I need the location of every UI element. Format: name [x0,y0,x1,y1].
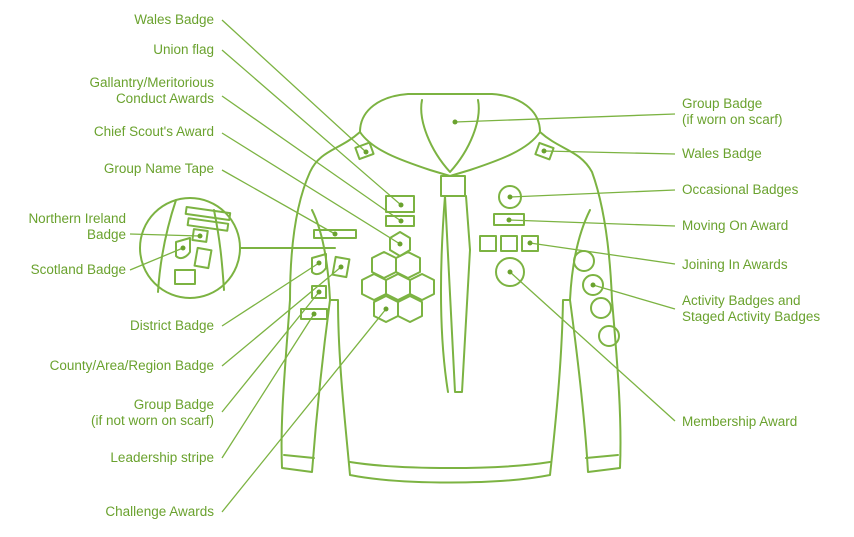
hood-inner [420,99,480,173]
dot [452,119,458,125]
membership-award-patch [495,257,525,287]
joining-in-award-patch [500,235,518,252]
label-wales-badge-right: Wales Badge [682,146,762,161]
dot [363,149,369,155]
leader-union-flag [221,49,402,206]
dot [398,202,404,208]
magnifier-sleeve-edge [157,199,177,293]
gallantry-patch [385,215,415,227]
dot [398,218,404,224]
leader-joining-in [529,242,676,265]
joining-in-award-patch [521,235,539,252]
label-moving-on-award: Moving On Award [682,218,789,233]
dot [197,233,203,239]
dot [397,241,403,247]
dot [180,245,186,251]
challenge-hex [361,273,387,301]
label-group-badge: Group Badge(if not worn on scarf) [90,397,214,428]
jumper-outline [280,131,622,484]
magnifier-tape [184,205,232,222]
scarf-left-tail [439,195,449,393]
left-cuff [283,454,315,459]
leader-membership [509,271,676,422]
hood-outline [359,93,541,177]
dot [541,148,547,154]
leader-moving-on [508,219,676,227]
waistband [349,461,551,469]
magnifier-tape-2 [186,217,230,232]
leader-activity [592,284,676,310]
leader-group-badge-scarf [454,113,676,123]
dot [383,306,389,312]
leader-ni-badge [129,233,201,237]
district-badge-patch [311,253,327,276]
challenge-hex [385,273,411,301]
leader-district [221,262,320,327]
label-county-badge: County/Area/Region Badge [49,358,214,373]
dot [332,231,338,237]
label-group-badge-scarf: Group Badge(if worn on scarf) [682,96,783,127]
scarf [444,195,471,393]
dot [311,311,317,317]
label-union-flag: Union flag [153,42,214,57]
joining-in-award-patch [479,235,497,252]
leader-group-badge [221,291,320,413]
county-badge-patch [331,255,351,279]
woggle [440,175,466,197]
dot [507,269,513,275]
wales-badge-left-patch [354,141,375,161]
moving-on-award-patch [493,213,525,226]
label-challenge-awards: Challenge Awards [105,504,214,519]
challenge-hex [397,295,423,323]
label-joining-in-awards: Joining In Awards [682,257,788,272]
group-name-tape-patch [313,229,357,239]
leader-scotland [129,247,184,271]
label-membership-award: Membership Award [682,414,798,429]
leader-occasional [509,189,676,198]
dot [527,240,533,246]
wales-badge-right-patch [534,141,555,161]
label-scotland-badge: Scotland Badge [30,262,126,277]
activity-badge-patch [582,274,604,296]
magnifier-scotland-badge [175,237,191,260]
label-district-badge: District Badge [129,318,214,333]
label-occasional-badges: Occasional Badges [682,182,799,197]
label-chief-scout: Chief Scout's Award [93,124,214,139]
dot [506,217,512,223]
leader-chief-scout [221,132,401,245]
union-flag-patch [385,195,415,213]
leader-group-name-tape [221,169,336,235]
leader-county [221,266,342,367]
right-cuff [585,454,619,459]
magnifier-county-badge [193,246,213,270]
dot [338,264,344,270]
activity-badge-patch [573,250,595,272]
challenge-hex [409,273,435,301]
leader-leadership-stripe [221,313,315,459]
leader-wales-right [543,150,676,155]
leader-wales-left [221,19,367,153]
magnifier-group-badge [174,269,196,285]
dot [316,260,322,266]
label-wales-badge-left: Wales Badge [134,12,214,27]
dot [507,194,513,200]
label-leadership-stripe: Leadership stripe [110,450,214,465]
label-group-name-tape: Group Name Tape [103,161,214,176]
activity-badge-patch [590,297,612,319]
leader-gallantry [221,95,402,222]
dot [316,289,322,295]
dot [590,282,596,288]
right-sleeve-seam [569,209,591,301]
magnifier-ni-badge [191,228,209,243]
leader-challenge [221,308,387,513]
activity-badge-patch [598,325,620,347]
